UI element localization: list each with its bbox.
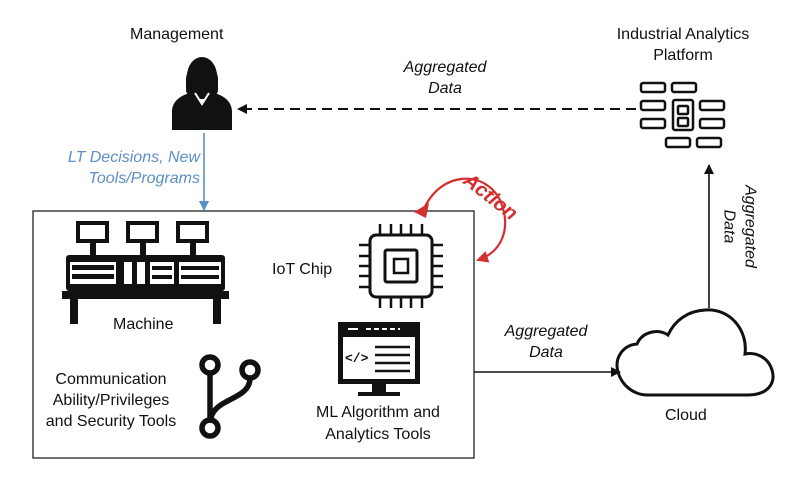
ml-label-line2: Analytics Tools: [325, 426, 431, 443]
analytics-platform-icon: [639, 81, 726, 149]
management-label: Management: [130, 26, 224, 43]
top-aggregated-label-line1: Aggregated: [403, 59, 487, 76]
code-monitor-icon: </>: [338, 322, 420, 396]
platform-label-line2: Platform: [653, 47, 713, 64]
mid-aggregated-label-line1: Aggregated: [504, 323, 588, 340]
action-arrow-start-head: [414, 203, 429, 218]
cloud-icon: [615, 308, 775, 397]
right-aggregated-label-line1: Aggregated: [741, 185, 759, 268]
ml-label-line1: ML Algorithm and: [316, 404, 440, 421]
top-aggregated-label-line2: Data: [428, 80, 462, 97]
machine-system-box: [32, 210, 475, 459]
svg-text:</>: </>: [345, 351, 369, 366]
comm-label-line2: Ability/Privileges: [52, 392, 170, 409]
machine-icon: [62, 221, 229, 324]
lt-decisions-label-line1: LT Decisions, New: [67, 149, 200, 166]
lt-decisions-label-line2: Tools/Programs: [88, 170, 200, 187]
iot-chip-label: IoT Chip: [272, 261, 333, 278]
iot-chip-icon: [359, 224, 443, 308]
cloud-label: Cloud: [665, 407, 707, 424]
comm-label-line1: Communication: [55, 371, 167, 388]
branch-icon: [199, 354, 261, 439]
comm-label-line3: and Security Tools: [45, 413, 177, 430]
management-person-icon: [172, 57, 232, 130]
mid-aggregated-label-line2: Data: [529, 344, 563, 361]
action-arrow: [421, 177, 507, 263]
machine-label: Machine: [113, 316, 174, 333]
right-aggregated-label-line2: Data: [720, 209, 738, 244]
platform-label-line1: Industrial Analytics: [616, 26, 750, 43]
management-collar: [194, 92, 210, 106]
